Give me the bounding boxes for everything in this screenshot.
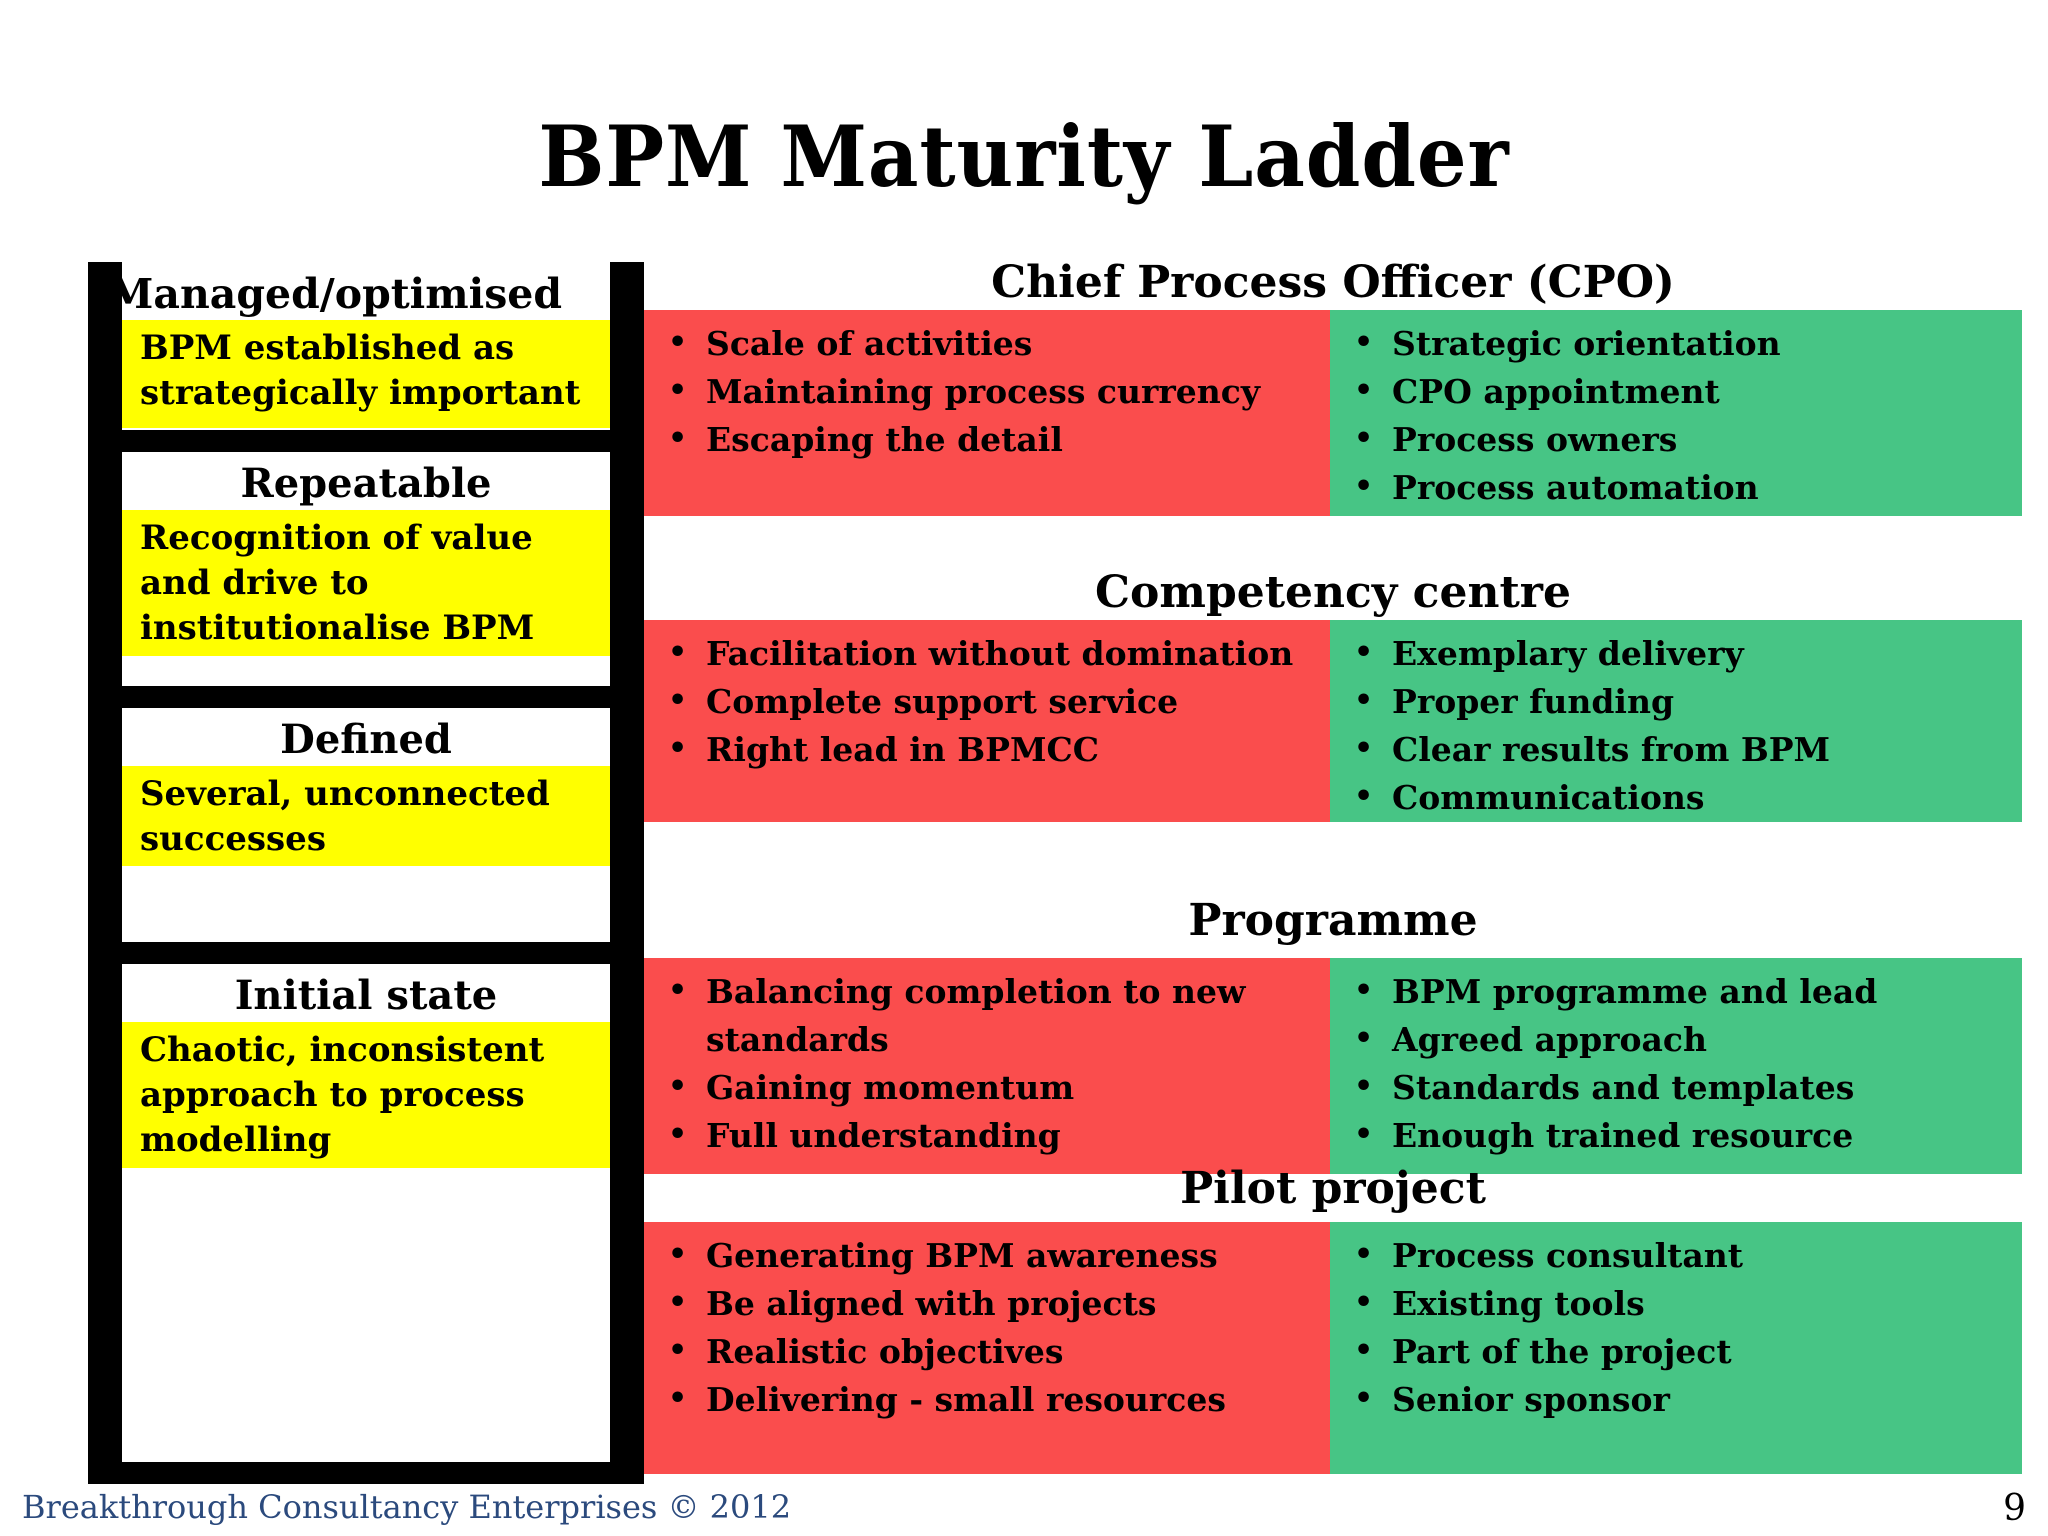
challenges-panel-cpo: Scale of activities Maintaining process …	[644, 310, 1330, 516]
ladder-rung-4	[88, 1462, 644, 1484]
ladder-step-managed-optimised[interactable]: Managed/optimised BPM established as str…	[108, 262, 610, 430]
list-item: Balancing completion to new standards	[658, 967, 1322, 1064]
list-item: Agreed approach	[1344, 1015, 2014, 1064]
list-item: BPM programme and lead	[1344, 967, 2014, 1016]
challenges-panel-competency-centre: Facilitation without domination Complete…	[644, 620, 1330, 822]
row-heading-cpo: Chief Process Officer (CPO)	[991, 257, 1675, 308]
list-item: Senior sponsor	[1344, 1375, 2014, 1424]
list-item: Process consultant	[1344, 1231, 2014, 1280]
list-item: CPO appointment	[1344, 367, 2014, 416]
list-item: Exemplary delivery	[1344, 629, 2014, 678]
page-number: 9	[2003, 1488, 2026, 1529]
row-heading-pilot-project: Pilot project	[1180, 1163, 1486, 1214]
row-heading-programme: Programme	[1188, 895, 1478, 946]
list-item: Scale of activities	[658, 319, 1322, 368]
challenges-panel-programme: Balancing completion to new standards Ga…	[644, 958, 1330, 1174]
ladder-step-description: Recognition of value and drive to instit…	[122, 510, 610, 656]
ladder-step-repeatable[interactable]: Repeatable Recognition of value and driv…	[122, 452, 610, 686]
footer-copyright: Breakthrough Consultancy Enterprises © 2…	[22, 1488, 792, 1526]
ladder-step-description: Several, unconnected successes	[122, 766, 610, 866]
list-item: Enough trained resource	[1344, 1111, 2014, 1160]
list-item: Facilitation without domination	[658, 629, 1322, 678]
ladder-rung-2	[88, 686, 644, 708]
list-item: Part of the project	[1344, 1327, 2014, 1376]
list-item: Existing tools	[1344, 1279, 2014, 1328]
ladder-step-description: Chaotic, inconsistent approach to proces…	[122, 1022, 610, 1168]
list-item: Process owners	[1344, 415, 2014, 464]
enablers-panel-competency-centre: Exemplary delivery Proper funding Clear …	[1330, 620, 2022, 822]
list-item: Communications	[1344, 773, 2014, 822]
list-item: Complete support service	[658, 677, 1322, 726]
enablers-panel-pilot-project: Process consultant Existing tools Part o…	[1330, 1222, 2022, 1474]
page-title: BPM Maturity Ladder	[538, 107, 1510, 206]
list-item: Gaining momentum	[658, 1063, 1322, 1112]
ladder-step-level-label: Defined	[280, 716, 452, 763]
list-item: Maintaining process currency	[658, 367, 1322, 416]
row-heading-competency-centre: Competency centre	[1095, 567, 1571, 618]
ladder-rung-1	[88, 430, 644, 452]
list-item: Standards and templates	[1344, 1063, 2014, 1112]
ladder-rung-3	[88, 942, 644, 964]
list-item: Escaping the detail	[658, 415, 1322, 464]
maturity-ladder: Managed/optimised BPM established as str…	[88, 262, 644, 1484]
list-item: Strategic orientation	[1344, 319, 2014, 368]
challenges-panel-pilot-project: Generating BPM awareness Be aligned with…	[644, 1222, 1330, 1474]
ladder-rail-right	[610, 262, 644, 1484]
ladder-step-level-label: Managed/optimised	[108, 270, 563, 318]
enablers-panel-cpo: Strategic orientation CPO appointment Pr…	[1330, 310, 2022, 516]
ladder-step-level-label: Repeatable	[240, 460, 492, 507]
ladder-step-level-label: Initial state	[234, 972, 498, 1019]
list-item: Right lead in BPMCC	[658, 725, 1322, 774]
list-item: Realistic objectives	[658, 1327, 1322, 1376]
enablers-panel-programme: BPM programme and lead Agreed approach S…	[1330, 958, 2022, 1174]
list-item: Be aligned with projects	[658, 1279, 1322, 1328]
ladder-step-initial-state[interactable]: Initial state Chaotic, inconsistent appr…	[122, 964, 610, 1200]
ladder-rail-left	[88, 262, 122, 1484]
list-item: Proper funding	[1344, 677, 2014, 726]
list-item: Clear results from BPM	[1344, 725, 2014, 774]
list-item: Full understanding	[658, 1111, 1322, 1160]
list-item: Generating BPM awareness	[658, 1231, 1322, 1280]
ladder-step-description: BPM established as strategically importa…	[122, 320, 610, 428]
ladder-step-defined[interactable]: Defined Several, unconnected successes	[122, 708, 610, 942]
list-item: Delivering - small resources	[658, 1375, 1322, 1424]
list-item: Process automation	[1344, 463, 2014, 512]
